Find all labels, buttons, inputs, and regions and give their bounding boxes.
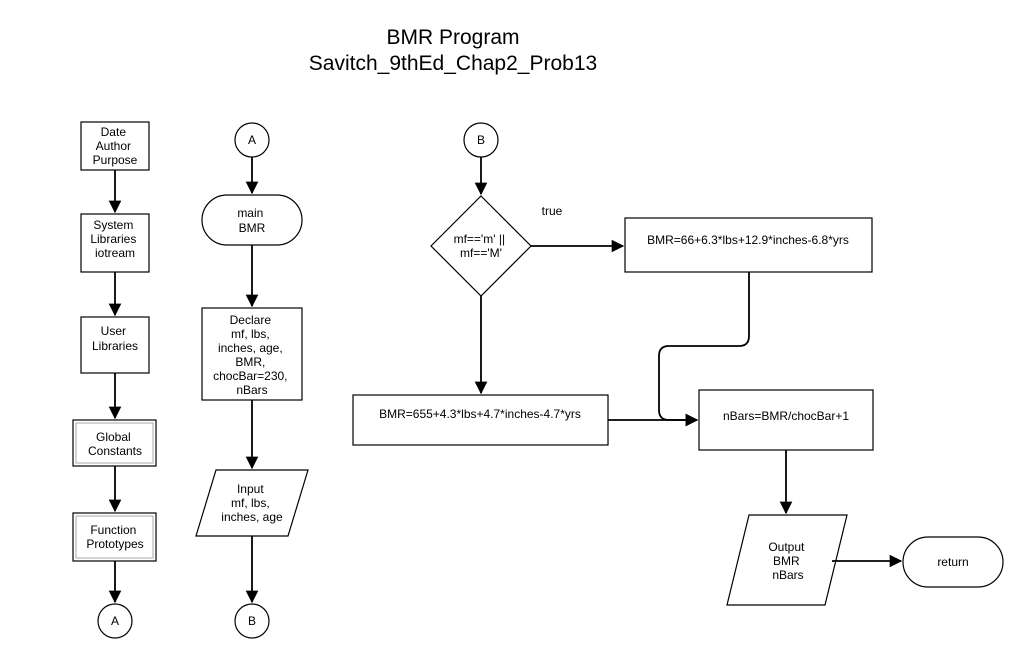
function-prototypes-line: Prototypes <box>86 537 143 551</box>
global-constants-line: Constants <box>88 444 142 458</box>
declare-line: inches, age, <box>218 341 283 355</box>
system-libraries-line: Libraries <box>90 232 136 246</box>
svg-text:User Libraries: User Libraries <box>92 324 138 353</box>
input-parallelogram: Input mf, lbs, inches, age <box>195 469 309 537</box>
declare-line: mf, lbs, <box>231 327 270 341</box>
input-line: Input <box>237 482 264 496</box>
svg-text:Input mf, lbs, inc: Input mf, lbs, inches, age <box>221 482 283 524</box>
global-constants-line: Global <box>96 430 131 444</box>
male-bmr-box: BMR=66+6.3*lbs+12.9*inches-6.8*yrs <box>624 217 873 273</box>
svg-text:Date Author Purpos: Date Author Purpose <box>93 125 138 167</box>
system-libraries-box: System Libraries iotream <box>80 213 150 273</box>
system-libraries-line: System <box>93 218 133 232</box>
main-terminal: main BMR <box>201 194 303 246</box>
header-box: Date Author Purpose <box>80 121 150 171</box>
declare-line: Declare <box>230 313 272 327</box>
svg-text:Global Constants: Global Constants <box>88 430 142 458</box>
decision-line: mf=='M' <box>460 246 502 260</box>
global-constants-box: Global Constants <box>72 419 157 467</box>
decision-diamond: mf=='m' || mf=='M' <box>430 195 532 297</box>
function-prototypes-line: Function <box>90 523 136 537</box>
return-label: return <box>937 555 968 569</box>
declare-line: BMR, <box>235 355 265 369</box>
svg-text:main BMR: main BMR <box>237 206 266 235</box>
connector-b-col2: B <box>234 603 270 639</box>
function-prototypes-box: Function Prototypes <box>72 512 157 562</box>
header-line: Date <box>101 125 127 139</box>
nbars-formula: nBars=BMR/chocBar+1 <box>723 409 849 423</box>
female-bmr-formula: BMR=655+4.3*lbs+4.7*inches-4.7*yrs <box>379 407 581 421</box>
header-line: Purpose <box>93 153 138 167</box>
declare-line: nBars <box>236 383 267 397</box>
output-line: nBars <box>772 568 803 582</box>
main-terminal-line: main <box>237 206 263 220</box>
connector-b-label: B <box>477 133 485 147</box>
decision-line: mf=='m' || <box>454 232 506 246</box>
connector-a-col2: A <box>234 122 270 158</box>
declare-line: chocBar=230, <box>213 369 287 383</box>
header-line: Author <box>96 139 131 153</box>
connector-b-col3: B <box>463 122 499 158</box>
connector-a-label: A <box>248 133 256 147</box>
input-line: inches, age <box>221 510 283 524</box>
true-branch-label: true <box>542 204 563 218</box>
declare-box: Declare mf, lbs, inches, age, BMR, chocB… <box>201 307 303 401</box>
user-libraries-line: Libraries <box>92 339 138 353</box>
connector-b-label: B <box>248 614 256 628</box>
svg-text:mf=='m' || mf=='M': mf=='m' || mf=='M' <box>454 232 509 260</box>
svg-text:System Libraries i: System Libraries iotream <box>90 218 139 260</box>
edge-male-to-nbars <box>658 272 750 427</box>
system-libraries-line: iotream <box>95 246 135 260</box>
svg-text:Declare mf, lbs, i: Declare mf, lbs, inches, age, BMR, chocB… <box>213 313 291 397</box>
connector-a-col1: A <box>97 603 133 639</box>
main-terminal-line: BMR <box>239 221 266 235</box>
output-line: BMR <box>773 554 800 568</box>
output-parallelogram: Output BMR nBars <box>726 514 848 606</box>
connector-a-label: A <box>111 614 119 628</box>
input-line: mf, lbs, <box>231 496 270 510</box>
diagram-title: BMR Program <box>386 26 519 49</box>
diagram-subtitle: Savitch_9thEd_Chap2_Prob13 <box>309 52 597 75</box>
nbars-box: nBars=BMR/chocBar+1 <box>698 389 874 451</box>
male-bmr-formula: BMR=66+6.3*lbs+12.9*inches-6.8*yrs <box>647 233 849 247</box>
female-bmr-box: BMR=655+4.3*lbs+4.7*inches-4.7*yrs <box>352 394 609 446</box>
output-line: Output <box>768 540 805 554</box>
svg-text:Output BMR nBars: Output BMR nBars <box>768 540 807 582</box>
return-terminal: return <box>902 536 1004 588</box>
svg-text:Function Prototypes: Function Prototypes <box>86 523 143 551</box>
user-libraries-box: User Libraries <box>80 316 150 374</box>
user-libraries-line: User <box>101 324 126 338</box>
